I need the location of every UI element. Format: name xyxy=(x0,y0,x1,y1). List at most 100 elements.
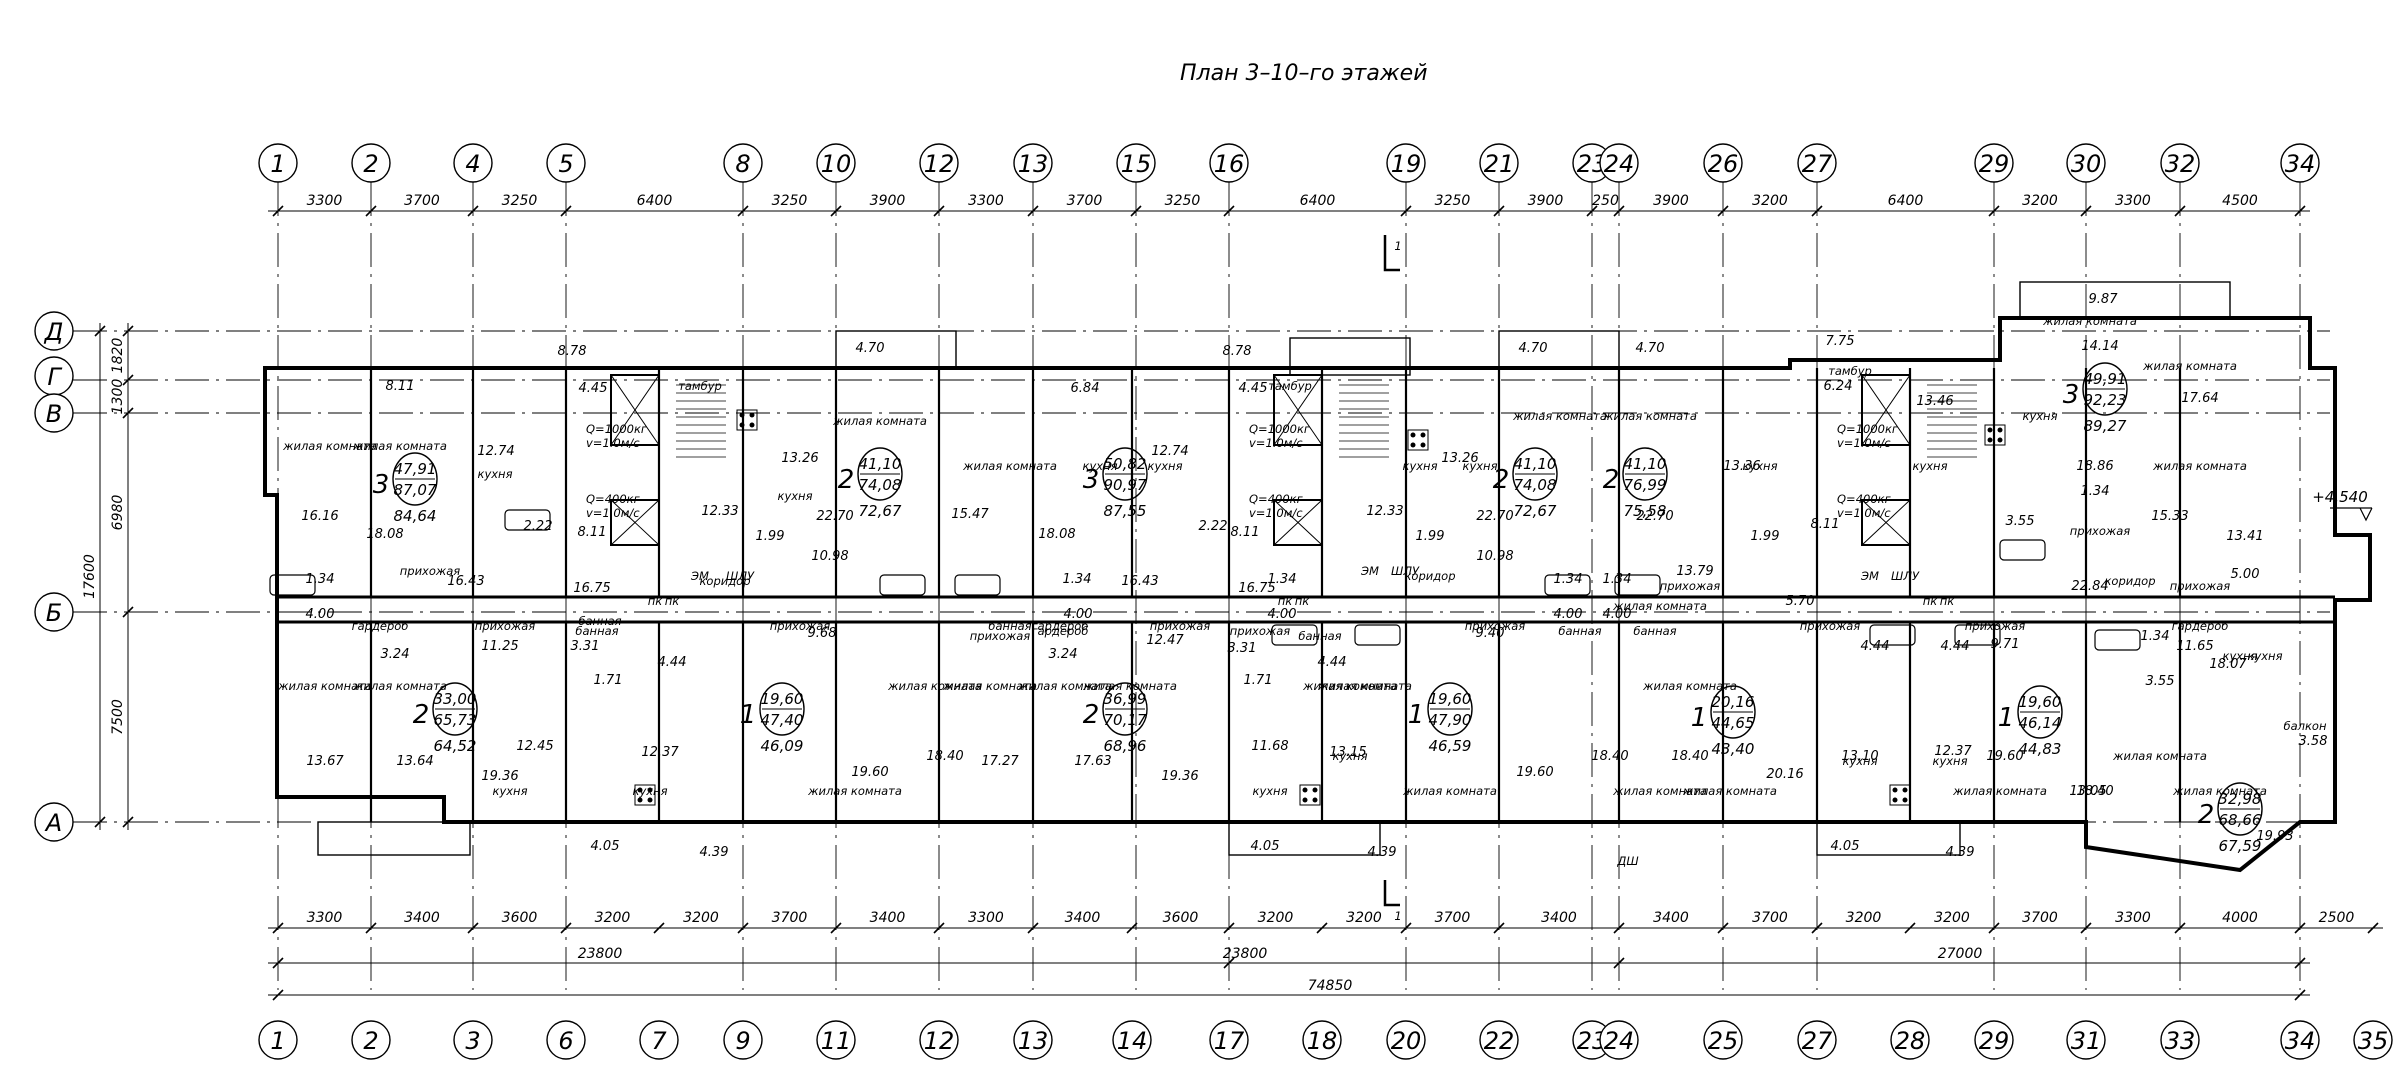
tick xyxy=(1223,922,1235,934)
tick xyxy=(1613,957,1625,969)
room-label: тамбур xyxy=(1828,364,1872,378)
bathtub xyxy=(1271,624,1318,646)
room-label: жилая комната xyxy=(2112,749,2207,763)
apartment-full-area: 76,99 xyxy=(1624,476,1667,494)
tick xyxy=(1613,205,1625,217)
apartment-total-area: 46,59 xyxy=(1429,737,1472,755)
apartment-full-area: 74,08 xyxy=(859,476,902,494)
room-area: 1.71 xyxy=(1244,673,1273,688)
room-label: жилая комната xyxy=(1642,679,1737,693)
lift-cross xyxy=(1861,374,1911,446)
dim-label: 4500 xyxy=(2222,193,2258,209)
tick xyxy=(1400,205,1412,217)
axis-label: Д xyxy=(44,318,64,346)
room-label: ШЛУ xyxy=(1391,564,1420,578)
tick xyxy=(122,606,134,618)
dim-label: 3700 xyxy=(1435,910,1471,926)
apartment-total-area: 72,67 xyxy=(859,502,902,520)
room-label: коридор xyxy=(1404,569,1455,583)
room-area: 18.08 xyxy=(1038,527,1075,542)
apartment-circle xyxy=(392,452,438,506)
room-area: 16.43 xyxy=(447,574,484,589)
room-label: жилая комната xyxy=(1612,784,1707,798)
tick xyxy=(272,989,284,1001)
axis-label: 29 xyxy=(1979,150,2010,178)
dim-label: 3250 xyxy=(502,193,538,209)
tick xyxy=(1988,922,2000,934)
apartment-circle xyxy=(1102,682,1148,736)
room-area: 13.26 xyxy=(1441,451,1478,466)
axis-label: 14 xyxy=(1117,1027,1148,1055)
room-label: прихожая xyxy=(970,629,1031,643)
tick xyxy=(272,922,284,934)
apartment-full-area: 68,66 xyxy=(2219,811,2262,829)
apartment-living-area: 41,10 xyxy=(859,455,902,473)
axis-bubble xyxy=(351,1020,391,1060)
tick xyxy=(2294,989,2306,1001)
total-label: 27000 xyxy=(1938,946,1983,962)
apartment-rooms: 2 xyxy=(1083,700,1100,730)
tick xyxy=(1027,922,1039,934)
room-label: жилая комната xyxy=(942,679,1037,693)
room-label: ШЛУ xyxy=(1891,569,1920,583)
room-label: кухня xyxy=(2248,649,2283,663)
room-label: кухня xyxy=(1743,459,1778,473)
apartment-total-area: 75,58 xyxy=(1624,502,1667,520)
axis-label: 7 xyxy=(651,1027,667,1055)
room-label: банная xyxy=(1633,624,1676,638)
room-area: 11.25 xyxy=(481,639,518,654)
axis-label: В xyxy=(46,400,62,428)
axis-bubble xyxy=(816,1020,856,1060)
room-label: кухня xyxy=(1403,459,1438,473)
room-area: 1.34 xyxy=(1603,572,1632,587)
axis-label: 34 xyxy=(2285,150,2316,178)
dim-label: 3400 xyxy=(870,910,906,926)
room-area: 5.70 xyxy=(1786,594,1815,609)
room-area: 18.86 xyxy=(2076,459,2113,474)
dim-label: 3200 xyxy=(683,910,719,926)
tick xyxy=(2080,922,2092,934)
lift-spec: Q=1000кг xyxy=(1249,422,1311,436)
axis-bubble xyxy=(1209,1020,1249,1060)
burner xyxy=(1410,432,1416,438)
elevation-arrow xyxy=(2330,507,2373,522)
room-area: 4.39 xyxy=(1946,845,1975,860)
dim-label: 6400 xyxy=(1300,193,1336,209)
bathtub xyxy=(1354,624,1401,646)
room-area: 11.65 xyxy=(2176,639,2213,654)
room-label: пк xyxy=(648,594,663,608)
lift-shaft xyxy=(1861,499,1911,546)
lift-cross xyxy=(610,374,660,446)
apartment-full-area: 65,73 xyxy=(434,711,477,729)
tick xyxy=(1493,922,1505,934)
room-label: банная xyxy=(988,619,1031,633)
outer-wall xyxy=(263,316,2372,873)
tick xyxy=(560,922,572,934)
bathtub xyxy=(1869,624,1916,646)
axis-label: 26 xyxy=(1708,150,1739,178)
apartment-total-area: 84,64 xyxy=(394,507,437,525)
stove xyxy=(1889,784,1911,806)
lift-shaft xyxy=(1861,374,1911,446)
room-area: 4.00 xyxy=(306,607,335,622)
lift-spec: v=1.0м/с xyxy=(1837,436,1891,450)
section-line-top xyxy=(1383,235,1400,272)
axis-label: 2 xyxy=(363,1027,378,1055)
room-label: ЭМ xyxy=(690,569,709,583)
room-label: ЭМ xyxy=(1360,564,1379,578)
tick xyxy=(1717,922,1729,934)
room-label: жилая комната xyxy=(1682,784,1777,798)
room-label: прихожая xyxy=(1465,619,1526,633)
room-label: пк xyxy=(1923,594,1938,608)
apartment-rooms: 3 xyxy=(1083,465,1100,495)
room-area: 3.58 xyxy=(2299,734,2328,749)
tick xyxy=(1130,205,1142,217)
burner xyxy=(749,422,755,428)
apartment-circle xyxy=(1427,682,1473,736)
